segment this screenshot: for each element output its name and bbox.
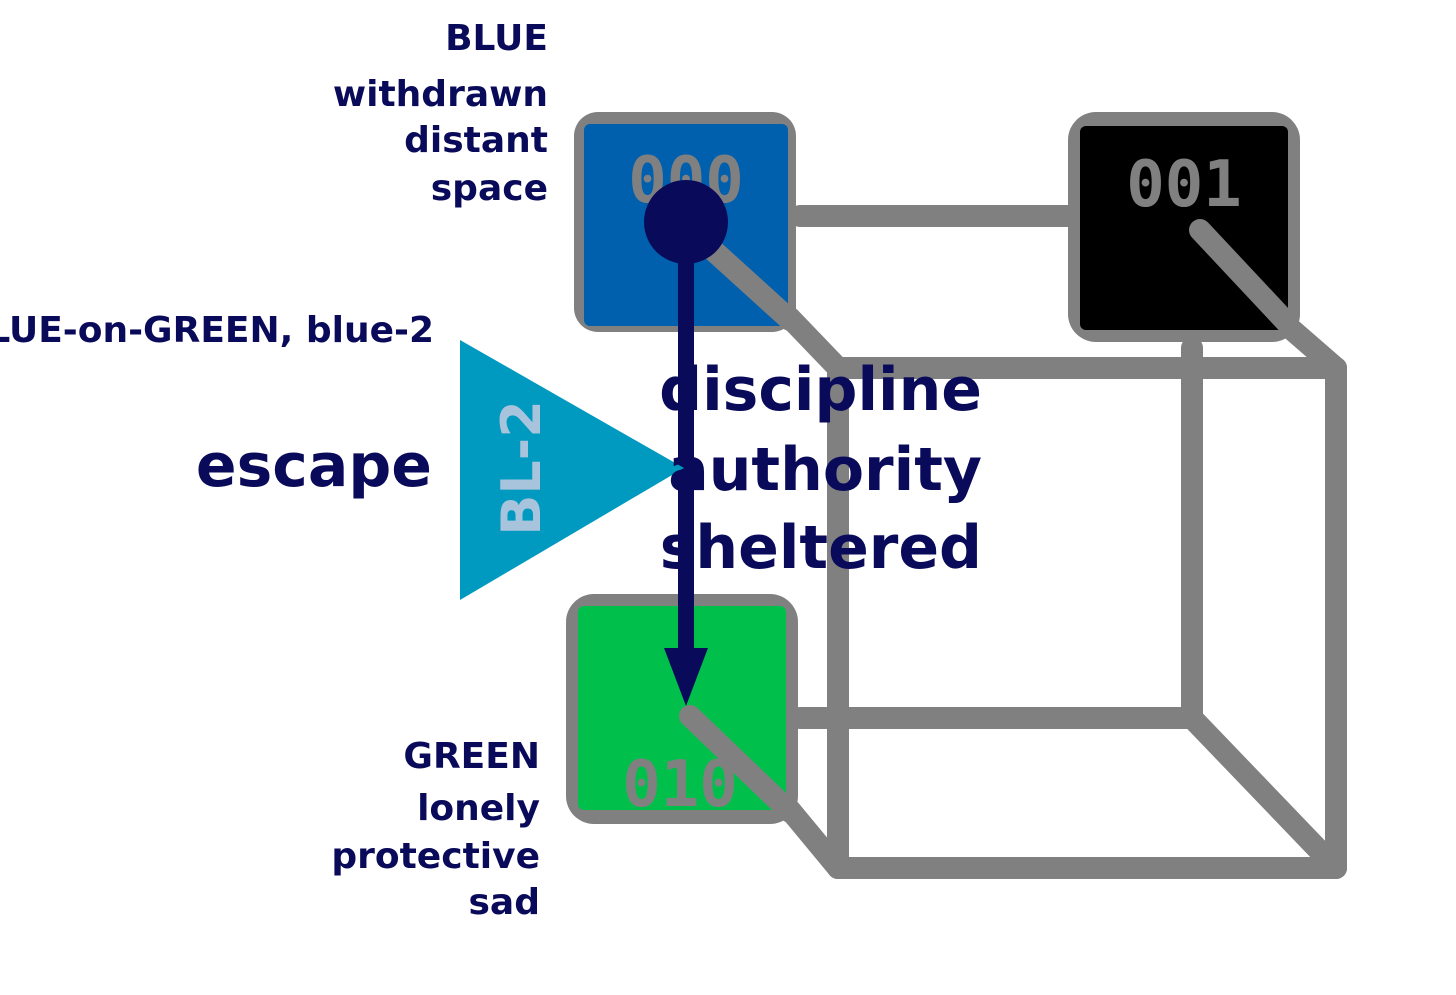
blue-label-group: BLUE withdrawn distant space (333, 18, 548, 209)
triangle-code: BL-2 (490, 400, 553, 536)
transition-name: BLUE-on-GREEN, blue-2 (0, 310, 434, 351)
node-001: 001 (1068, 112, 1300, 342)
arrow-head (664, 648, 708, 706)
green-trait-2: protective (331, 836, 540, 877)
green-trait-3: sad (469, 882, 541, 923)
blue-title: BLUE (445, 18, 548, 59)
edge-011-back (1181, 707, 1347, 879)
node-001-diagonal (1189, 219, 1299, 335)
transition-arrow (644, 180, 728, 706)
edge-010-back (779, 799, 849, 879)
node-010-diagonal (679, 705, 801, 823)
trait-authority: authority (668, 435, 982, 505)
traits-group: discipline authority sheltered (659, 355, 982, 583)
blue-trait-2: distant (404, 120, 548, 161)
escape-label: escape (196, 431, 432, 501)
green-trait-1: lonely (417, 788, 540, 829)
escape-triangle: BL-2 (460, 340, 684, 600)
trait-sheltered: sheltered (660, 513, 982, 583)
green-title: GREEN (403, 736, 540, 777)
green-label-group: GREEN lonely protective sad (331, 736, 540, 923)
cube-edges (779, 205, 1347, 879)
trait-discipline: discipline (659, 355, 982, 425)
blue-trait-3: space (431, 168, 548, 209)
blue-trait-1: withdrawn (333, 74, 548, 115)
node-010: 010 (566, 594, 801, 824)
node-001-code: 001 (1126, 148, 1242, 222)
node-000-diagonal (693, 231, 801, 331)
node-010-code: 010 (622, 748, 738, 822)
triangle-shape (460, 340, 684, 600)
arrow-start-dot (644, 180, 728, 264)
